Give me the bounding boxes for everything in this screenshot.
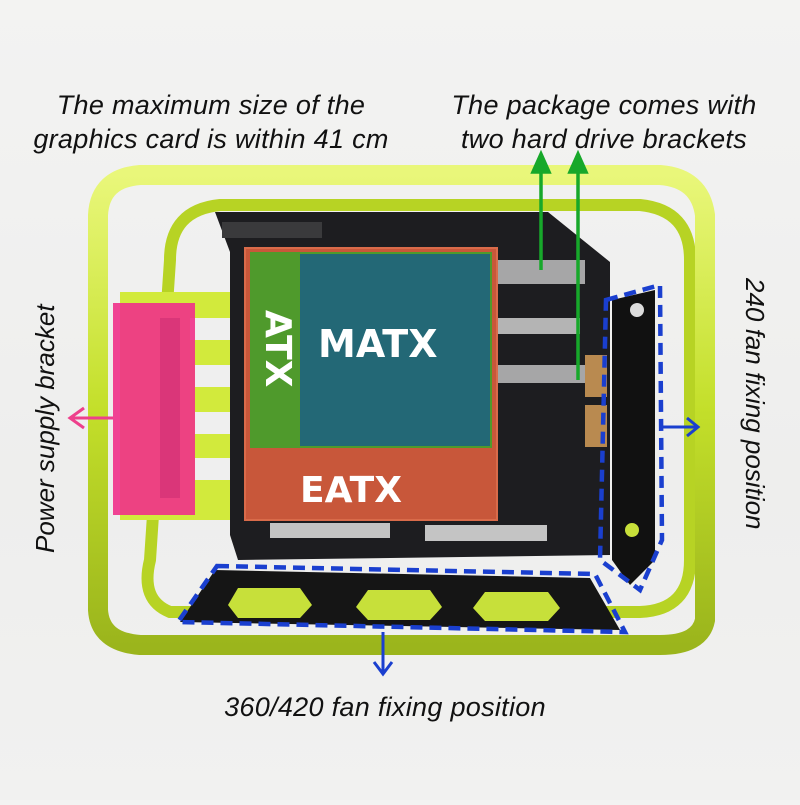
gpu-caption-line1: The maximum size of the: [56, 90, 366, 120]
bottom-fan-bracket: [180, 570, 620, 630]
pcie-bracket: [222, 222, 322, 238]
fan240-outline: [597, 282, 665, 594]
inner-frame: [141, 199, 696, 618]
psu-highlight: [113, 303, 195, 515]
eatx-label: EATX: [300, 470, 402, 511]
matx-label: MATX: [318, 322, 438, 366]
psu-caption: Power supply bracket: [30, 304, 60, 553]
hdd-caption-line1: The package comes with: [451, 90, 757, 120]
outer-frame: [88, 165, 715, 655]
hdd-caption: The package comes with two hard drive br…: [414, 88, 794, 156]
hdd-bracket-2: [495, 365, 585, 383]
matx-zone: [300, 254, 490, 446]
fan240-caption: 240 fan fixing position: [740, 278, 770, 530]
gpu-caption-line2: graphics card is within 41 cm: [33, 124, 389, 154]
hdd-caption-line2: two hard drive brackets: [460, 124, 748, 154]
gpu-caption: The maximum size of the graphics card is…: [6, 88, 416, 156]
hdd-arrow-icon: [530, 149, 589, 380]
atx-label: ATX: [257, 310, 298, 388]
fan360-outline: [173, 563, 629, 635]
fan360-caption: 360/420 fan fixing position: [224, 692, 546, 722]
